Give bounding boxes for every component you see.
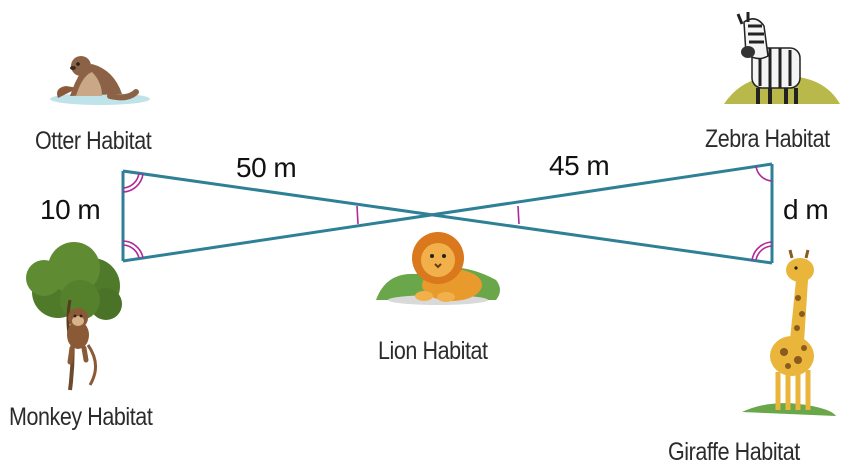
- otter-to-center-distance: 50 m: [236, 152, 297, 183]
- otter-icon: [50, 56, 150, 105]
- lion-habitat-label: Lion Habitat: [378, 337, 488, 365]
- center-angle-mark-right: [517, 205, 520, 225]
- otter-to-monkey-distance: 10 m: [40, 194, 101, 225]
- otter-to-giraffe-segment: [122, 169, 773, 265]
- monkey-angle-mark-2: [122, 240, 144, 259]
- otter-habitat-label: Otter Habitat: [35, 127, 152, 155]
- zebra-to-giraffe-distance: d m: [783, 194, 829, 225]
- otter-angle-mark: [122, 172, 140, 189]
- angle-marks: [122, 165, 773, 262]
- lion-icon: [376, 232, 500, 305]
- zebra-habitat-label: Zebra Habitat: [705, 125, 830, 153]
- giraffe-angle-mark-2: [751, 241, 773, 262]
- center-angle-mark-left: [356, 205, 359, 225]
- zebra-angle-mark: [755, 165, 773, 182]
- giraffe-habitat-label: Giraffe Habitat: [668, 438, 800, 466]
- giraffe-angle-mark: [755, 245, 773, 261]
- otter-angle-mark-2: [122, 173, 144, 193]
- monkey-angle-mark: [122, 244, 140, 259]
- monkey-habitat-label: Monkey Habitat: [9, 403, 153, 431]
- giraffe-icon: [742, 249, 836, 416]
- zebra-icon: [724, 12, 840, 104]
- monkey-icon: [26, 242, 122, 391]
- monkey-to-zebra-segment: [122, 162, 773, 263]
- zebra-to-center-distance: 45 m: [549, 150, 610, 181]
